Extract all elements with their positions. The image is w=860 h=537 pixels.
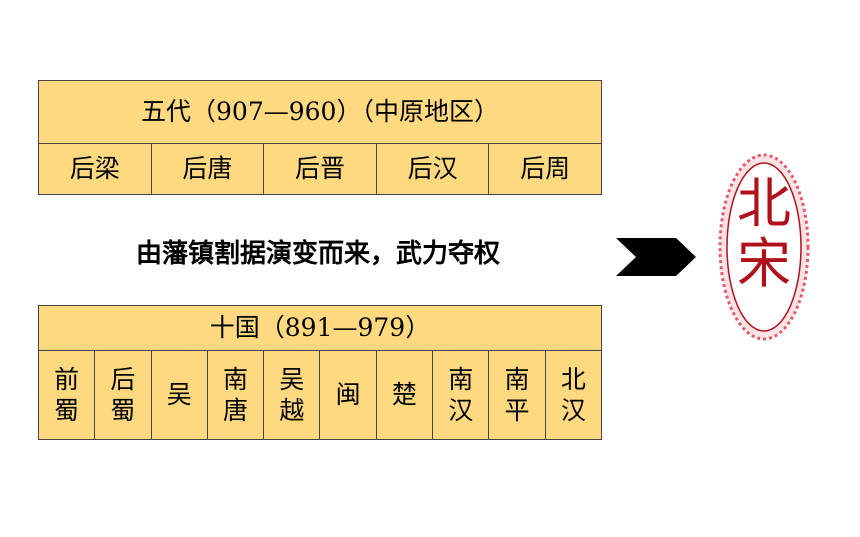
kingdom-label: 前蜀 <box>54 364 80 425</box>
kingdom-cell: 前蜀 <box>37 350 96 440</box>
kingdom-cell: 南唐 <box>206 350 265 440</box>
kingdom-label: 南唐 <box>223 364 249 425</box>
northern-song-label: 北宋 <box>737 172 791 295</box>
kingdom-label: 北汉 <box>560 364 586 425</box>
kingdom-cell: 吴 <box>150 350 208 440</box>
kingdom-cell: 闽 <box>319 350 377 440</box>
chevron-right-icon <box>616 238 696 276</box>
seal-border-icon <box>718 153 810 341</box>
dynasty-cell: 后汉 <box>375 143 490 195</box>
kingdom-cell: 南平 <box>488 350 546 440</box>
five-dynasties-table: 五代（907—960）（中原地区） 后梁 后唐 后晋 后汉 后周 <box>38 80 602 195</box>
origin-caption: 由藩镇割据演变而来，武力夺权 <box>135 239 500 269</box>
five-dynasties-title: 五代（907—960）（中原地区） <box>38 80 602 144</box>
kingdom-cell: 吴越 <box>263 350 321 440</box>
kingdom-label: 吴越 <box>279 364 305 425</box>
kingdom-label: 闽 <box>335 380 361 410</box>
kingdom-cell: 后蜀 <box>94 350 152 440</box>
ten-kingdoms-title: 十国（891—979） <box>38 305 602 351</box>
kingdom-cell: 南汉 <box>432 350 490 440</box>
ten-kingdoms-table: 十国（891—979） 前蜀 后蜀 吴 南唐 吴越 闽 楚 南汉 南平 北汉 <box>37 305 603 440</box>
dynasty-cell: 后周 <box>488 143 602 195</box>
kingdom-label: 楚 <box>391 380 417 410</box>
kingdom-label: 吴 <box>166 380 192 410</box>
kingdom-label: 南汉 <box>448 364 474 425</box>
dynasty-cell: 后梁 <box>38 143 152 195</box>
kingdom-cell: 北汉 <box>544 350 603 440</box>
kingdom-cell: 楚 <box>375 350 434 440</box>
dynasty-cell: 后晋 <box>263 143 377 195</box>
dynasty-cell: 后唐 <box>150 143 265 195</box>
kingdom-label: 南平 <box>504 364 530 425</box>
kingdom-label: 后蜀 <box>110 364 136 425</box>
